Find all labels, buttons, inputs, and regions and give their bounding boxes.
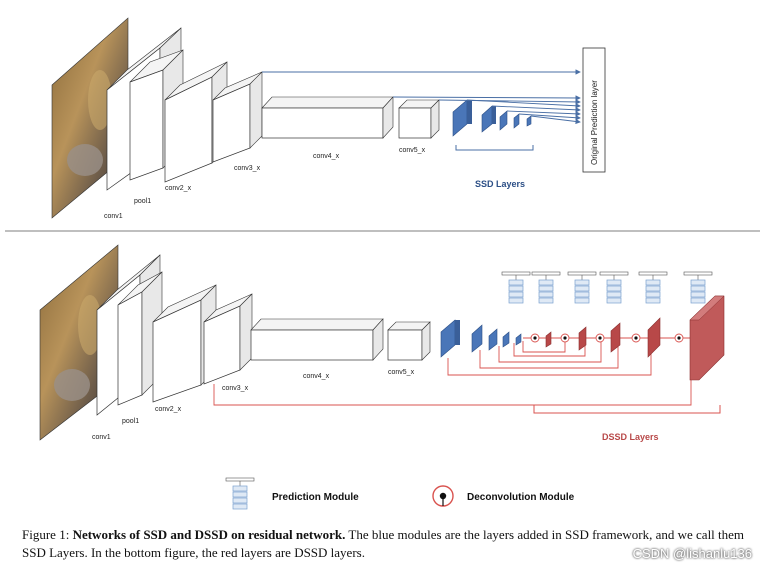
conv2-label-top: conv2_x <box>165 185 192 192</box>
conv4-label-bottom: conv4_x <box>303 373 330 380</box>
prediction-arrows-top <box>262 69 581 125</box>
conv4-block-bottom <box>250 318 384 361</box>
ssd-layers-label: SSD Layers <box>475 179 525 189</box>
conv5-label-bottom: conv5_x <box>388 369 415 376</box>
pool1-label-bottom: pool1 <box>122 418 139 425</box>
legend-deconvolution-module: Deconvolution Module <box>467 492 575 503</box>
conv3-block-bottom <box>203 293 253 385</box>
ssd-layers-bottom <box>440 319 522 358</box>
conv1-label-top: conv1 <box>104 213 123 220</box>
ssd-extra-layers-top <box>452 99 532 137</box>
prediction-modules-bottom <box>501 271 713 304</box>
ssd-layers-bracket <box>455 145 534 151</box>
conv5-block-bottom <box>387 321 431 361</box>
dssd-layers-label: DSSD Layers <box>602 432 659 442</box>
deconvolution-module-icon <box>432 485 454 507</box>
dssd-extra-layers <box>545 295 725 381</box>
original-prediction-layer-box: Original Prediction layer <box>582 47 606 173</box>
csdn-watermark: CSDN @lishanlu136 <box>632 546 752 561</box>
conv1-label-bottom: conv1 <box>92 434 111 441</box>
dssd-network: DSSD Layers conv1 pool1 conv2_x conv3_x … <box>39 244 725 442</box>
caption-prefix: Figure 1: <box>22 527 73 542</box>
dssd-layers-bracket <box>533 405 721 414</box>
caption-body: The blue modules are the layers added in… <box>22 527 745 560</box>
conv4-label-top: conv4_x <box>313 153 340 160</box>
prediction-layer-label: Original Prediction layer <box>590 80 599 165</box>
ssd-network: Original Prediction layer SSD Layers con… <box>51 17 606 220</box>
figure-caption: Figure 1: Networks of SSD and DSSD on re… <box>22 526 752 562</box>
conv3-block-top <box>212 71 263 163</box>
conv5-block-top <box>398 99 440 139</box>
ssd-dssd-architecture-diagram: Original Prediction layer SSD Layers con… <box>5 17 760 510</box>
conv3-label-bottom: conv3_x <box>222 385 249 392</box>
conv3-label-top: conv3_x <box>234 165 261 172</box>
pool1-label-top: pool1 <box>134 198 151 205</box>
caption-title: Networks of SSD and DSSD on residual net… <box>72 527 346 542</box>
conv2-label-bottom: conv2_x <box>155 406 182 413</box>
legend: Prediction Module Deconvolution Module <box>225 477 575 510</box>
conv4-block-top <box>261 96 394 139</box>
conv5-label-top: conv5_x <box>399 147 426 154</box>
legend-prediction-module: Prediction Module <box>272 492 359 503</box>
prediction-module-icon <box>225 477 255 510</box>
